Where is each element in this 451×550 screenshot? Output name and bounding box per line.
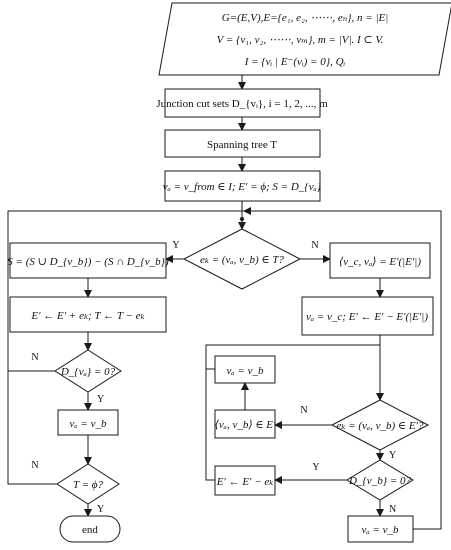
no-label-main: N bbox=[311, 240, 318, 251]
decision-main-diamond bbox=[182, 228, 302, 290]
decision-dva-text: D_{vₐ} = 0? bbox=[60, 366, 116, 378]
spanning-tree-box bbox=[164, 129, 321, 158]
no-label-dva: N bbox=[31, 352, 38, 363]
loop-dva-no bbox=[7, 210, 243, 372]
yes-label-in-e-prime: Y bbox=[389, 450, 396, 461]
loop-mid-to-right bbox=[205, 344, 380, 370]
assign-right-text: vₐ = v_b bbox=[362, 524, 399, 536]
update-s-text: S = (S ∪ D_{v_b}) − (S ∩ D_{v_b}) bbox=[7, 256, 169, 268]
loop-right-outer bbox=[242, 210, 442, 530]
yes-label-main: Y bbox=[172, 240, 179, 251]
no-label-t-empty: N bbox=[31, 460, 38, 471]
junction-cut-sets-text: Junction cut sets D_{vᵢ}, i = 1, 2, ...,… bbox=[156, 98, 328, 110]
no-label-dvb: N bbox=[389, 504, 396, 515]
decision-dvb-text: D_{v_b} = 0? bbox=[348, 475, 412, 487]
end-text: end bbox=[82, 524, 98, 536]
update-s-box bbox=[9, 242, 167, 279]
select-edge-text: ⟨v_c, vₐ⟩ = E′(|E′|) bbox=[339, 256, 421, 268]
loop-remove-to-mid bbox=[205, 369, 215, 481]
input-line-3: I = {vᵢ | E⁻(vᵢ) = 0}, Qᵢ bbox=[244, 56, 346, 68]
assign-mid-text: vₐ = v_b bbox=[227, 365, 264, 377]
in-e-prime-box bbox=[214, 409, 276, 439]
input-line-2: V = {v₁, v₂, ⋯⋯, vₘ}, m = |V|. I ⊂ V. bbox=[217, 34, 384, 46]
decision-main-text: eₖ = (vₐ, v_b) ∈ T? bbox=[200, 254, 284, 266]
init-box bbox=[164, 170, 321, 202]
yes-label-t-empty: Y bbox=[97, 504, 104, 515]
spanning-tree-text: Spanning tree T bbox=[207, 139, 277, 151]
input-parallelogram bbox=[158, 2, 451, 76]
select-edge-box bbox=[329, 242, 431, 279]
yes-label-dva: Y bbox=[97, 394, 104, 405]
no-label-in-e-prime: N bbox=[300, 405, 307, 416]
assign-left-text: vₐ = v_b bbox=[70, 418, 107, 430]
update-e-t-text: E′ ← E′ + eₖ; T ← T − eₖ bbox=[30, 310, 144, 322]
backtrack-text: vₐ = v_c; E′ ← E′ − E′(|E′|) bbox=[306, 311, 428, 323]
junction-cut-sets-box bbox=[164, 88, 321, 118]
input-line-1: G=(E,V),E={e₁, e₂, ⋯⋯, eₙ}, n = |E| bbox=[222, 12, 389, 24]
end-terminal bbox=[59, 515, 121, 543]
remove-ek-text: E′ ← E′ − eₖ bbox=[216, 476, 274, 488]
loop-t-empty-no bbox=[7, 371, 57, 485]
decision-t-empty-text: T = ϕ? bbox=[73, 479, 104, 491]
decision-in-e-prime-text: eₖ = (vₐ, v_b) ∈ E′? bbox=[337, 420, 424, 432]
backtrack-box bbox=[301, 296, 434, 336]
init-text: vₐ = v_from ∈ I; E′ = ϕ; S = D_{vₐ} bbox=[163, 181, 322, 193]
assign-left-box bbox=[57, 409, 119, 436]
in-e-prime-text: ⟨vₐ, v_b⟩ ∈ E′ bbox=[215, 419, 276, 431]
remove-ek-box bbox=[214, 465, 276, 496]
yes-label-dvb: Y bbox=[312, 462, 319, 473]
